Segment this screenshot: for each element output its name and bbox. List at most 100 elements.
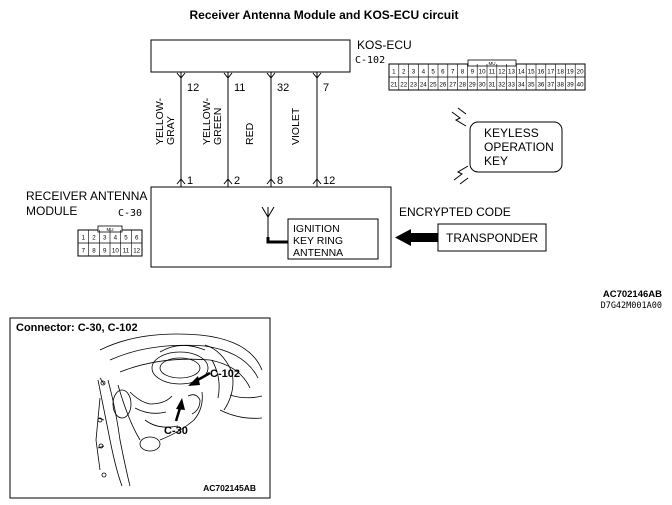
ignition-key-ring-antenna-box: [287, 218, 379, 260]
radio-wave-icon: [451, 107, 469, 185]
ecu-connector-header: MU: [489, 61, 496, 66]
ecu-connector-pin: 19: [567, 69, 574, 76]
wire-module-pin: 1: [187, 175, 193, 187]
wire-ecu-pin: 7: [323, 82, 329, 94]
kos-ecu-connector-label: C-102: [355, 55, 385, 66]
keyless-key-box: [469, 121, 563, 173]
wire-color-label: YELLOW-: [154, 97, 166, 145]
module-name-line2: MODULE: [26, 204, 77, 218]
wire: 12 1 YELLOW-GRAY: [154, 72, 199, 187]
antenna-line3: ANTENNA: [293, 247, 343, 259]
module-name-line1: RECEIVER ANTENNA: [26, 189, 147, 203]
module-connector-pin: 12: [133, 248, 140, 255]
wire-ecu-pin: 32: [277, 82, 289, 94]
ecu-connector-pin: 34: [518, 82, 525, 89]
ecu-connector-pin: 23: [410, 82, 417, 89]
module-connector-pin: 3: [103, 235, 107, 242]
wire: 32 8 RED: [244, 72, 289, 187]
transponder-box: [437, 223, 547, 252]
keyless-line2: OPERATION: [484, 140, 554, 154]
ecu-connector-pin: 11: [489, 69, 496, 76]
c102-arrow-icon: [188, 371, 211, 386]
figure-code-main: AC702146AB: [603, 289, 662, 300]
ecu-connector-pin: 24: [420, 82, 427, 89]
ecu-connector-pin: 36: [537, 82, 544, 89]
keyless-line1: KEYLESS: [484, 126, 539, 140]
ecu-connector-pin: 30: [479, 82, 486, 89]
antenna-icon: [261, 206, 288, 244]
keyless-line3: KEY: [484, 154, 508, 168]
module-connector-pin: 10: [112, 248, 119, 255]
wire: 7 12 VIOLET: [290, 72, 335, 187]
ecu-connector-pin: 28: [459, 82, 466, 89]
wire-color-label: VIOLET: [290, 107, 302, 145]
ecu-connector-pin: 40: [577, 82, 584, 89]
module-connector-pin: 8: [92, 248, 96, 255]
ecu-connector-pin: 27: [449, 82, 456, 89]
module-connector-pin: 7: [82, 248, 86, 255]
module-connector-pin: 2: [92, 235, 96, 242]
ecu-connector-pin: 5: [431, 69, 435, 76]
wire-color-label: RED: [244, 122, 256, 145]
diagram-title: Receiver Antenna Module and KOS-ECU circ…: [190, 8, 459, 22]
module-connector-pin: 5: [124, 235, 128, 242]
ecu-connector-pin: 21: [390, 82, 397, 89]
ecu-connector-pin: 26: [439, 82, 446, 89]
ecu-connector-pin: 10: [479, 69, 486, 76]
antenna-line2: KEY RING: [293, 235, 343, 247]
wire-color-label: GRAY: [165, 116, 177, 145]
wire: 11 2 YELLOW-GREEN: [201, 72, 245, 187]
wire-color-label: GREEN: [212, 108, 224, 145]
ecu-connector-pin: 8: [461, 69, 465, 76]
connector-photo-c102-label: C-102: [210, 368, 240, 380]
ecu-connector-pin: 12: [498, 69, 505, 76]
ecu-connector-pin: 25: [430, 82, 437, 89]
wire-module-pin: 8: [277, 175, 283, 187]
kos-ecu-label: KOS-ECU: [357, 38, 412, 52]
module-connector-pin: 4: [114, 235, 118, 242]
c30-arrow-icon: [174, 398, 185, 422]
arrow-left-icon: [395, 229, 438, 246]
ecu-connector-pin: 38: [557, 82, 564, 89]
ecu-connector-pin: 29: [469, 82, 476, 89]
ecu-connector-pin: 35: [528, 82, 535, 89]
encrypted-code-label: ENCRYPTED CODE: [399, 205, 511, 219]
module-connector-pin: 11: [123, 248, 130, 255]
module-connector-pin: 9: [103, 248, 107, 255]
connector-photo-code: AC702145AB: [203, 483, 256, 493]
wire-ecu-pin: 12: [187, 82, 199, 94]
ecu-connector-pin: 17: [547, 69, 554, 76]
ecu-connector-pin: 31: [488, 82, 495, 89]
connector-photo-c30-label: C-30: [164, 425, 188, 437]
transponder-label: TRANSPONDER: [446, 231, 538, 245]
ecu-connector-pin: 32: [498, 82, 505, 89]
ecu-connector-pin: 13: [508, 69, 515, 76]
ecu-connector-pin: 20: [577, 69, 584, 76]
wire-module-pin: 2: [234, 175, 240, 187]
ecu-connector-pin: 18: [557, 69, 564, 76]
figure-code-sub: D7G42M001A00: [601, 301, 662, 311]
ecu-connector-pin: 4: [422, 69, 426, 76]
ecu-connector-pin: 7: [451, 69, 455, 76]
connector-photo-title: Connector: C-30, C-102: [16, 322, 138, 334]
ecu-connector-pin: 3: [412, 69, 416, 76]
module-connector-label: C-30: [118, 208, 142, 219]
wire-color-label: YELLOW-: [201, 97, 213, 145]
dashboard-illustration: [95, 333, 263, 487]
antenna-line1: IGNITION: [293, 223, 340, 235]
wire-ecu-pin: 11: [234, 82, 245, 94]
wire-module-pin: 12: [323, 175, 335, 187]
ecu-connector-pin: 2: [402, 69, 406, 76]
kos-ecu-box: [150, 39, 351, 73]
wire-harness: 121YELLOW-GRAY112YELLOW-GREEN328RED712VI…: [154, 72, 335, 187]
module-connector-pin: 6: [135, 235, 139, 242]
ecu-connector-pin: 37: [547, 82, 554, 89]
ecu-connector-pin: 16: [537, 69, 544, 76]
ecu-connector-pin: 14: [518, 69, 525, 76]
